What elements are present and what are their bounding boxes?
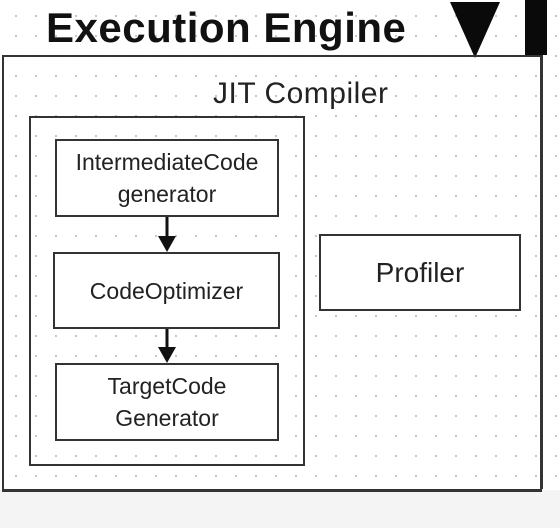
- bottom-strip: [0, 490, 560, 528]
- panel-edge-marker: [525, 0, 547, 55]
- target-code-generator-node: TargetCode Generator: [55, 363, 279, 441]
- profiler-node: Profiler: [319, 234, 521, 311]
- step-label-line1: IntermediateCode: [75, 149, 259, 175]
- jit-compiler-label: JIT Compiler: [213, 77, 389, 110]
- step-label-line1: CodeOptimizer: [89, 277, 244, 304]
- profiler-label: Profiler: [375, 256, 465, 288]
- code-optimizer-node: CodeOptimizer: [53, 252, 280, 329]
- intermediate-code-generator-node: IntermediateCode generator: [55, 139, 279, 217]
- panel-divider: [541, 55, 543, 489]
- diagram-title: Execution Engine: [46, 4, 407, 51]
- triangle-down-icon: [450, 2, 500, 58]
- jit-compiler-container: [29, 116, 305, 466]
- step-label-line1: TargetCode: [107, 373, 227, 399]
- step-label-line2: generator: [117, 181, 217, 207]
- step-label-line2: Generator: [115, 405, 219, 431]
